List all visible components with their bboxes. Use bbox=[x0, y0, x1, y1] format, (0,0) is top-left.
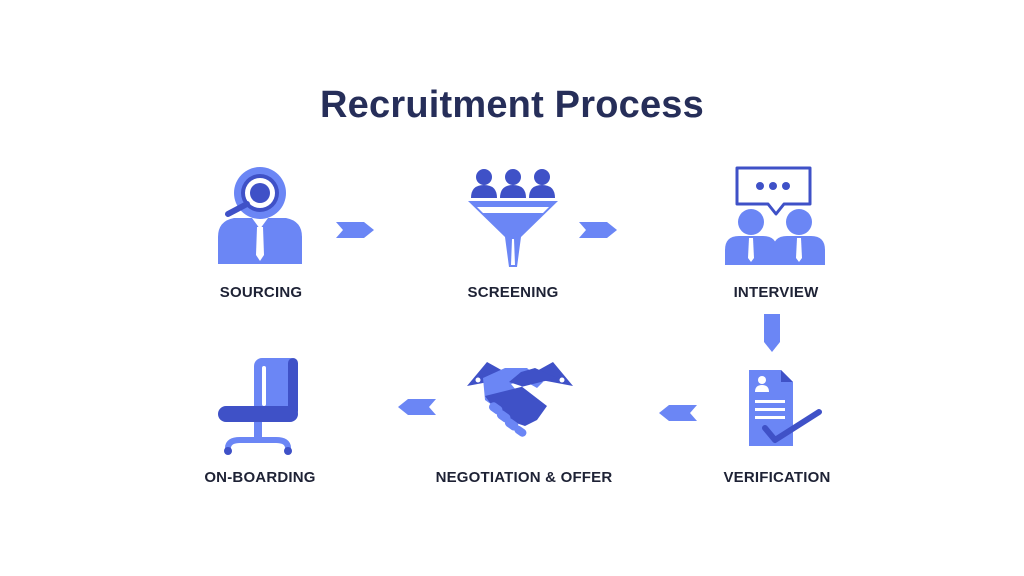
document-check-icon bbox=[749, 370, 822, 446]
office-chair-icon bbox=[218, 358, 298, 455]
arrow-down-icon bbox=[764, 314, 780, 352]
arrow-left-icon bbox=[659, 405, 697, 421]
arrow-right-icon bbox=[336, 222, 374, 238]
step-label-verification: VERIFICATION bbox=[723, 469, 831, 486]
handshake-icon bbox=[467, 362, 573, 437]
step-label-negotiation-offer: NEGOTIATION & OFFER bbox=[435, 469, 613, 486]
step-label-interview: INTERVIEW bbox=[733, 284, 819, 301]
interview-speech-bubble-icon bbox=[725, 166, 825, 265]
person-search-icon bbox=[218, 167, 302, 264]
arrow-left-icon bbox=[398, 399, 436, 415]
step-label-on-boarding: ON-BOARDING bbox=[204, 469, 316, 486]
step-label-screening: SCREENING bbox=[467, 284, 559, 301]
funnel-people-icon bbox=[468, 169, 558, 267]
step-label-sourcing: SOURCING bbox=[219, 284, 303, 301]
arrow-right-icon bbox=[579, 222, 617, 238]
diagram-title: Recruitment Process bbox=[320, 84, 704, 126]
